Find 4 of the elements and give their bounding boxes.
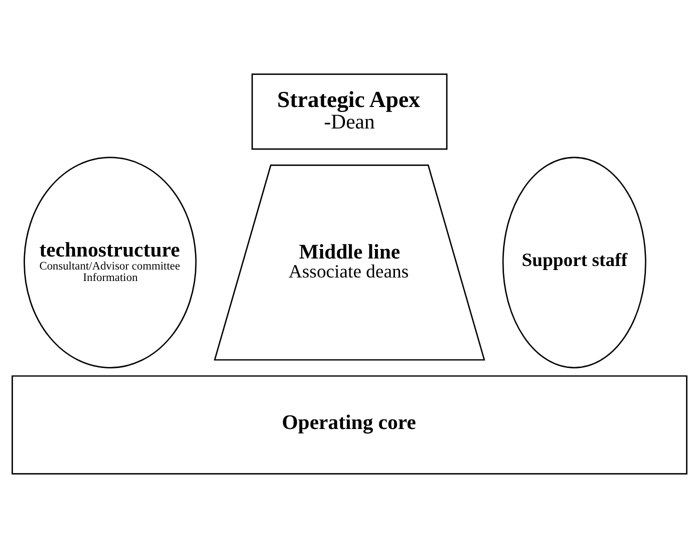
node-box: Strategic Apex -Dean bbox=[252, 72, 448, 150]
node-box: Operating core bbox=[12, 374, 688, 474]
node-ellipse: Support staff bbox=[502, 156, 646, 368]
node-ellipse: technostructure Consultant/Advisor committee Information bbox=[24, 156, 197, 368]
